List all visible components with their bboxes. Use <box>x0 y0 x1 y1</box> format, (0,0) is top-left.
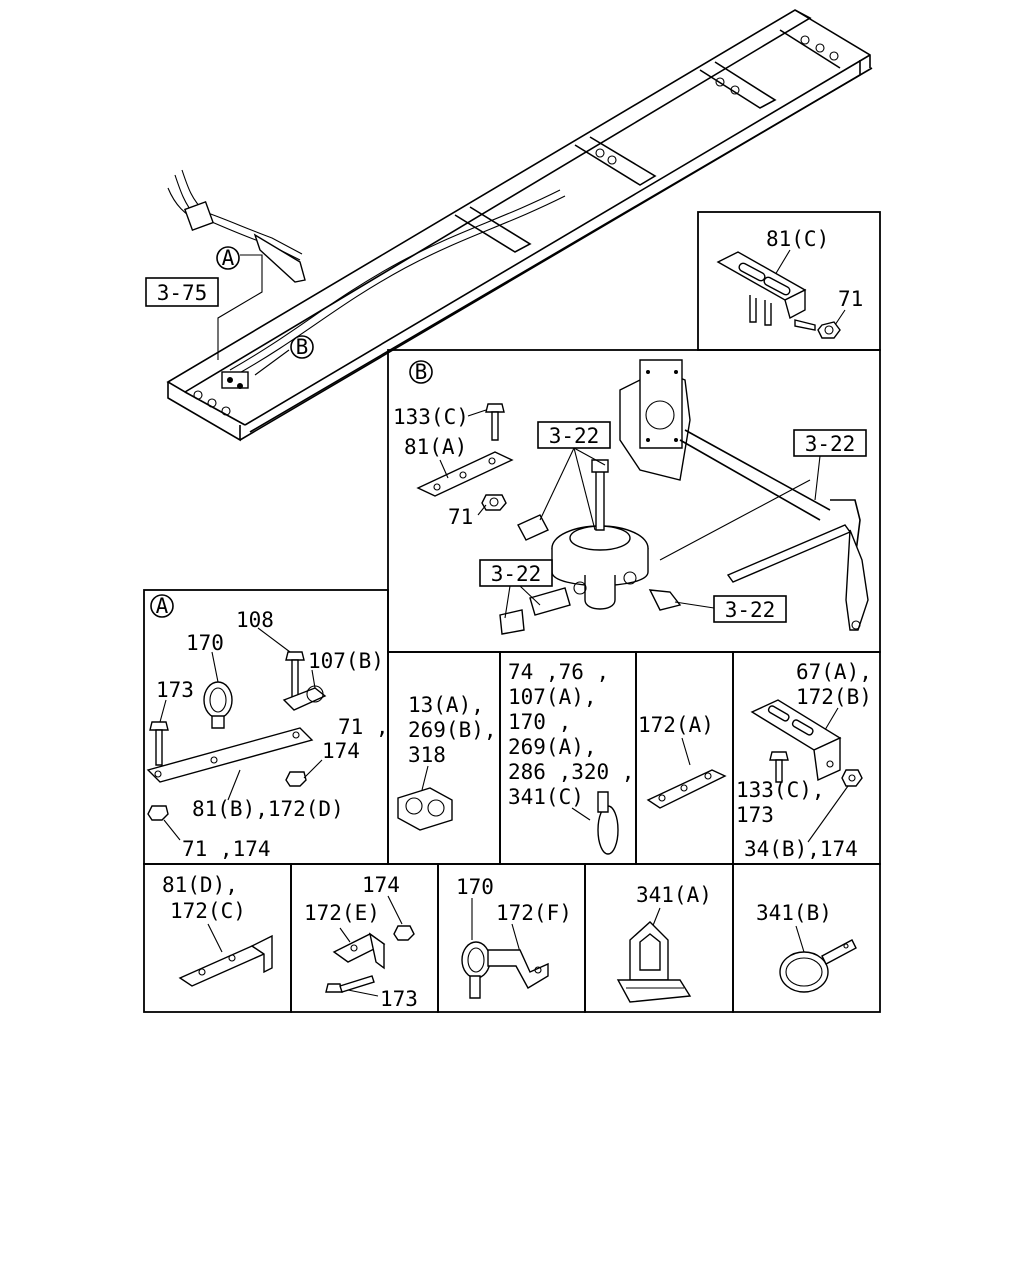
svg-text:170: 170 <box>186 631 224 655</box>
detail-341b: 341(B) <box>732 863 881 1013</box>
detail-81d: 81(D), 172(C) <box>143 863 292 1013</box>
svg-text:81(B),172(D): 81(B),172(D) <box>192 797 344 821</box>
svg-text:71 ,: 71 , <box>338 715 389 739</box>
svg-text:67(A),: 67(A), <box>796 660 872 684</box>
detail-172e: 174 172(E) 173 <box>290 863 439 1013</box>
svg-text:74 ,76 ,: 74 ,76 , <box>508 660 609 684</box>
detail-341a: 341(A) <box>584 863 734 1013</box>
svg-text:172(C): 172(C) <box>170 899 246 923</box>
svg-text:13(A),: 13(A), <box>408 693 484 717</box>
svg-text:3-75: 3-75 <box>157 281 208 305</box>
svg-text:172(F): 172(F) <box>496 901 572 925</box>
chassis-frame <box>166 9 873 442</box>
svg-text:172(A): 172(A) <box>638 713 714 737</box>
svg-text:107(B): 107(B) <box>308 649 384 673</box>
svg-text:174: 174 <box>362 873 400 897</box>
svg-text:A: A <box>222 246 235 270</box>
detail-13a: 13(A), 269(B), 318 <box>387 651 501 865</box>
frame-valve-cluster <box>221 371 249 389</box>
detail-a: A 108 170 107(B) 173 71 , 174 81(B),172(… <box>143 589 389 865</box>
detail-67a: 67(A), 172(B) 133(C), 173 34(B),174 <box>732 651 881 865</box>
rail-holes <box>193 35 839 416</box>
detail-b: B 133(C) 81(A) 71 <box>387 349 881 653</box>
svg-text:81(D),: 81(D), <box>162 873 238 897</box>
ref-box-3-75: 3-75 <box>145 277 219 307</box>
svg-text:107(A),: 107(A), <box>508 685 597 709</box>
svg-text:170 ,: 170 , <box>508 710 571 734</box>
svg-text:108: 108 <box>236 608 274 632</box>
svg-text:81(C): 81(C) <box>766 227 829 251</box>
svg-text:133(C): 133(C) <box>393 405 469 429</box>
svg-text:3-22: 3-22 <box>725 598 776 622</box>
svg-text:286 ,320 ,: 286 ,320 , <box>508 760 634 784</box>
svg-text:341(C): 341(C) <box>508 785 584 809</box>
svg-text:172(E): 172(E) <box>304 901 380 925</box>
svg-text:318: 318 <box>408 743 446 767</box>
svg-text:B: B <box>296 335 309 359</box>
svg-text:3-22: 3-22 <box>491 562 542 586</box>
svg-text:71: 71 <box>838 287 863 311</box>
relay-valve <box>551 459 649 610</box>
svg-text:71 ,174: 71 ,174 <box>182 837 271 861</box>
svg-text:341(A): 341(A) <box>636 883 712 907</box>
svg-text:341(B): 341(B) <box>756 901 832 925</box>
svg-text:34(B),174: 34(B),174 <box>744 837 858 861</box>
svg-text:174: 174 <box>322 739 360 763</box>
svg-text:71: 71 <box>448 505 473 529</box>
svg-text:B: B <box>415 360 428 384</box>
svg-text:3-22: 3-22 <box>549 424 600 448</box>
clip-13a <box>397 787 453 831</box>
svg-text:A: A <box>156 594 169 618</box>
svg-text:173: 173 <box>380 987 418 1011</box>
detail-172f: 170 172(F) <box>437 863 586 1013</box>
detail-74-76: 74 ,76 , 107(A), 170 , 269(A), 286 ,320 … <box>499 651 637 865</box>
svg-text:172(B): 172(B) <box>796 685 872 709</box>
callout-a: A <box>216 246 240 270</box>
band-341c <box>597 791 619 855</box>
detail-172a: 172(A) <box>635 651 734 865</box>
svg-text:269(A),: 269(A), <box>508 735 597 759</box>
wire-harness <box>167 169 306 283</box>
svg-text:269(B),: 269(B), <box>408 718 497 742</box>
callout-b: B <box>290 335 314 359</box>
svg-text:173: 173 <box>156 678 194 702</box>
svg-text:3-22: 3-22 <box>805 432 856 456</box>
svg-text:173: 173 <box>736 803 774 827</box>
svg-text:81(A): 81(A) <box>404 435 467 459</box>
detail-81c: 81(C) 71 <box>697 211 881 351</box>
svg-text:170: 170 <box>456 875 494 899</box>
